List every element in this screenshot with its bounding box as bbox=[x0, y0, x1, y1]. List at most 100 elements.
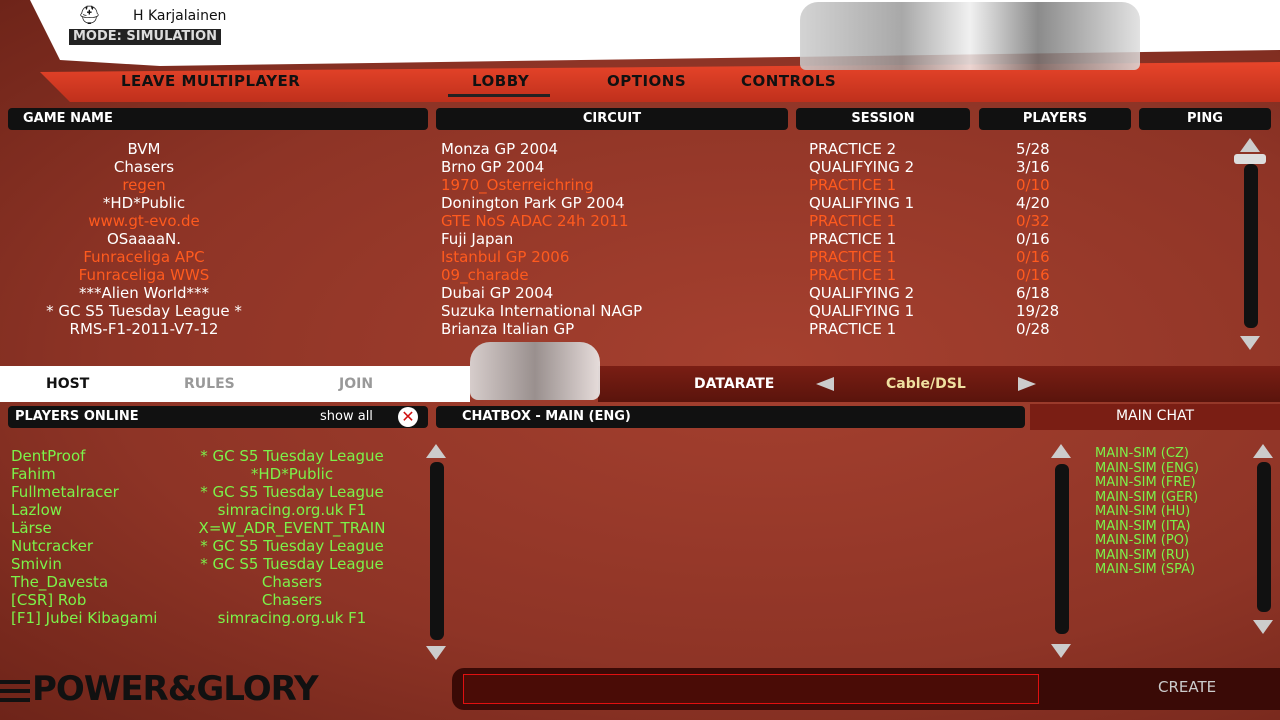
tab-lobby[interactable]: LOBBY bbox=[472, 72, 530, 90]
scroll-up-icon[interactable] bbox=[1051, 444, 1071, 458]
chat-channel[interactable]: MAIN-SIM (ENG) bbox=[1095, 460, 1199, 476]
game-session[interactable]: QUALIFYING 1 bbox=[809, 302, 915, 320]
game-circuit[interactable]: 1970_Osterreichring bbox=[441, 176, 594, 194]
game-players[interactable]: 5/28 bbox=[1016, 140, 1050, 158]
game-session[interactable]: QUALIFYING 2 bbox=[809, 284, 915, 302]
scroll-down-icon[interactable] bbox=[1253, 620, 1273, 634]
scroll-down-icon[interactable] bbox=[1240, 336, 1260, 350]
chat-channel[interactable]: MAIN-SIM (PO) bbox=[1095, 533, 1190, 548]
game-session[interactable]: PRACTICE 1 bbox=[809, 230, 897, 248]
game-session[interactable]: QUALIFYING 1 bbox=[809, 194, 915, 212]
game-name[interactable]: Funraceliga WWS bbox=[78, 266, 210, 284]
game-session[interactable]: PRACTICE 1 bbox=[809, 176, 897, 194]
game-session[interactable]: QUALIFYING 2 bbox=[809, 158, 915, 176]
game-players[interactable]: 0/10 bbox=[1016, 176, 1050, 194]
player-game: * GC S5 Tuesday League bbox=[200, 555, 384, 573]
channel-scrollbar[interactable] bbox=[1257, 462, 1271, 612]
game-circuit[interactable]: Suzuka International NAGP bbox=[441, 302, 643, 320]
datarate-next-icon[interactable] bbox=[1018, 377, 1036, 391]
chat-channel[interactable]: MAIN-SIM (FRE) bbox=[1095, 475, 1196, 490]
game-circuit[interactable]: 09_charade bbox=[441, 266, 529, 284]
game-session[interactable]: PRACTICE 1 bbox=[809, 248, 897, 266]
chat-scrollbar[interactable] bbox=[1055, 464, 1069, 634]
game-name[interactable]: ***Alien World*** bbox=[78, 284, 210, 302]
player-game: simracing.org.uk F1 bbox=[217, 609, 367, 627]
game-players[interactable]: 4/20 bbox=[1016, 194, 1050, 212]
chat-channel[interactable]: MAIN-SIM (SPA) bbox=[1095, 562, 1196, 577]
game-session[interactable]: PRACTICE 1 bbox=[809, 320, 897, 338]
scroll-thumb[interactable] bbox=[1234, 154, 1266, 164]
game-circuit[interactable]: Brno GP 2004 bbox=[441, 158, 545, 176]
scroll-up-icon[interactable] bbox=[1253, 444, 1273, 458]
players-scrollbar[interactable] bbox=[430, 462, 444, 640]
player-name[interactable]: [F1] Jubei Kibagami bbox=[11, 609, 158, 627]
chat-channel[interactable]: MAIN-SIM (CZ) bbox=[1095, 446, 1189, 461]
game-name[interactable]: *HD*Public bbox=[102, 194, 186, 212]
column-game-name[interactable]: GAME NAME bbox=[8, 108, 428, 130]
game-name[interactable]: OSaaaaN. bbox=[106, 230, 182, 248]
game-name[interactable]: Chasers bbox=[113, 158, 175, 176]
chat-channel[interactable]: MAIN-SIM (HU) bbox=[1095, 504, 1191, 519]
game-name[interactable]: www.gt-evo.de bbox=[88, 212, 200, 230]
column-session[interactable]: SESSION bbox=[796, 108, 970, 130]
power-and-glory-logo: POWER&GLORY bbox=[32, 669, 319, 709]
column-circuit[interactable]: CIRCUIT bbox=[436, 108, 788, 130]
tab-options[interactable]: OPTIONS bbox=[607, 72, 687, 90]
scroll-up-icon[interactable] bbox=[426, 444, 446, 458]
game-players[interactable]: 19/28 bbox=[1016, 302, 1060, 320]
game-circuit[interactable]: Donington Park GP 2004 bbox=[441, 194, 625, 212]
leave-multiplayer-button[interactable]: LEAVE MULTIPLAYER bbox=[121, 72, 301, 90]
column-players[interactable]: PLAYERS bbox=[979, 108, 1131, 130]
game-players[interactable]: 6/18 bbox=[1016, 284, 1050, 302]
scroll-down-icon[interactable] bbox=[426, 646, 446, 660]
show-all-toggle-icon[interactable]: ✕ bbox=[398, 407, 418, 427]
game-circuit[interactable]: Brianza Italian GP bbox=[441, 320, 575, 338]
scroll-up-icon[interactable] bbox=[1240, 138, 1260, 152]
player-name[interactable]: [CSR] Rob bbox=[11, 591, 87, 609]
logo-stripes bbox=[0, 680, 30, 684]
game-circuit[interactable]: Istanbul GP 2006 bbox=[441, 248, 570, 266]
helmet-icon: ⛑ bbox=[78, 5, 101, 26]
game-name[interactable]: regen bbox=[122, 176, 166, 194]
player-name[interactable]: Nutcracker bbox=[11, 537, 94, 555]
game-players[interactable]: 0/16 bbox=[1016, 248, 1050, 266]
chat-channel[interactable]: MAIN-SIM (ITA) bbox=[1095, 518, 1191, 534]
player-name[interactable]: Lazlow bbox=[11, 501, 63, 519]
tab-host[interactable]: HOST bbox=[46, 376, 90, 392]
game-session[interactable]: PRACTICE 2 bbox=[809, 140, 897, 158]
player-name[interactable]: Lärse bbox=[11, 519, 52, 537]
game-list-scrollbar[interactable] bbox=[1244, 164, 1258, 328]
player-name[interactable]: The_Davesta bbox=[11, 573, 109, 591]
scroll-down-icon[interactable] bbox=[1051, 644, 1071, 658]
game-circuit[interactable]: GTE NoS ADAC 24h 2011 bbox=[441, 212, 629, 230]
game-session[interactable]: PRACTICE 1 bbox=[809, 212, 897, 230]
player-name[interactable]: Smivin bbox=[11, 555, 62, 573]
column-ping[interactable]: PING bbox=[1139, 108, 1271, 130]
game-circuit[interactable]: Dubai GP 2004 bbox=[441, 284, 554, 302]
game-session[interactable]: PRACTICE 1 bbox=[809, 266, 897, 284]
game-players[interactable]: 0/16 bbox=[1016, 266, 1050, 284]
game-name[interactable]: * GC S5 Tuesday League * bbox=[46, 302, 242, 320]
game-circuit[interactable]: Fuji Japan bbox=[441, 230, 514, 248]
game-players[interactable]: 0/16 bbox=[1016, 230, 1050, 248]
game-name[interactable]: BVM bbox=[127, 140, 161, 158]
game-circuit[interactable]: Monza GP 2004 bbox=[441, 140, 559, 158]
create-button[interactable]: CREATE bbox=[1158, 678, 1217, 696]
tab-controls[interactable]: CONTROLS bbox=[741, 72, 837, 90]
chat-input[interactable] bbox=[463, 674, 1039, 704]
main-chat-tab[interactable]: MAIN CHAT bbox=[1030, 404, 1280, 430]
tab-join[interactable]: JOIN bbox=[339, 376, 374, 392]
chat-channel[interactable]: MAIN-SIM (GER) bbox=[1095, 489, 1199, 505]
chat-channel[interactable]: MAIN-SIM (RU) bbox=[1095, 547, 1190, 563]
player-name[interactable]: DentProof bbox=[11, 447, 86, 465]
chat-messages-area bbox=[445, 436, 1045, 662]
game-name[interactable]: RMS-F1-2011-V7-12 bbox=[69, 320, 219, 338]
player-name[interactable]: Fahim bbox=[11, 465, 56, 483]
game-players[interactable]: 3/16 bbox=[1016, 158, 1050, 176]
datarate-prev-icon[interactable] bbox=[816, 377, 834, 391]
player-name[interactable]: Fullmetalracer bbox=[11, 483, 119, 501]
game-players[interactable]: 0/32 bbox=[1016, 212, 1050, 230]
game-name[interactable]: Funraceliga APC bbox=[83, 248, 205, 266]
tab-rules[interactable]: RULES bbox=[184, 376, 235, 392]
game-players[interactable]: 0/28 bbox=[1016, 320, 1050, 338]
